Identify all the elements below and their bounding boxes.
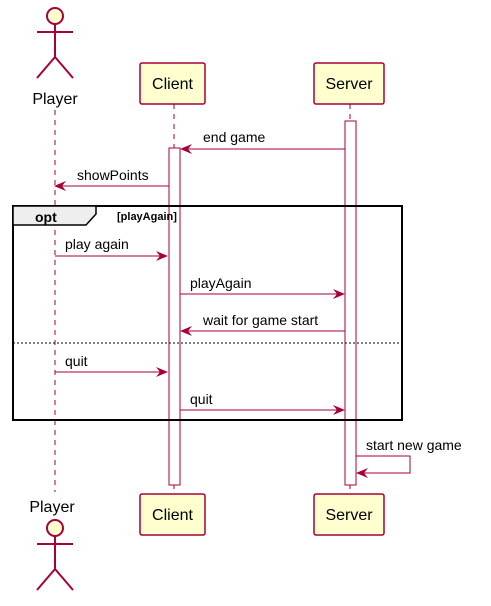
client-label-bottom: Client (152, 507, 193, 524)
start-new-game-self-arrow (356, 455, 411, 478)
player-actor-head-icon (46, 519, 64, 537)
opt-keyword: opt (35, 209, 57, 225)
play-again-label: play again (65, 236, 129, 252)
player-label-bottom: Player (29, 499, 75, 516)
client-box-bottom (139, 493, 206, 536)
player-actor-top (36, 7, 74, 79)
end-game-label: end game (203, 129, 265, 145)
wait-for-game-start-label: wait for game start (202, 312, 318, 328)
client-activation-bar (168, 147, 181, 486)
server-label-bottom: Server (325, 507, 373, 524)
server-activation-bar (344, 120, 357, 486)
player-actor-bottom (36, 519, 74, 591)
opt-guard: [playAgain] (117, 211, 177, 223)
client-box-top (139, 62, 206, 105)
server-box-bottom (313, 493, 385, 536)
server-box-top (313, 62, 385, 105)
opt-fragment-frame (12, 205, 403, 421)
quit-label: quit (65, 353, 88, 369)
server-label-top: Server (325, 76, 373, 93)
show-points-label: showPoints (77, 167, 149, 183)
player-label-top: Player (32, 91, 78, 108)
player-actor-head-icon (46, 7, 64, 25)
opt-fragment-tab (12, 205, 97, 226)
quit-call-label: quit (190, 391, 213, 407)
start-new-game-label: start new game (366, 437, 462, 453)
play-again-call-label: playAgain (190, 275, 252, 291)
client-label-top: Client (152, 76, 193, 93)
